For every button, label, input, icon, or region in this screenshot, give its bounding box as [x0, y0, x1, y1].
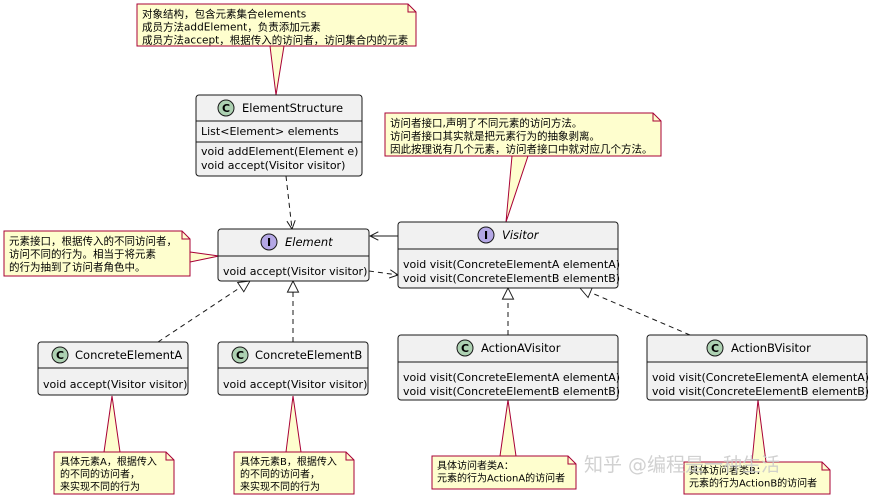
interface-element: I Element void accept(Visitor visitor) [217, 228, 370, 282]
note-line: 成员方法accept，根据传入的访问者，访问集合内的元素 [142, 34, 408, 47]
class-method: void addElement(Element e) [201, 145, 358, 158]
note-line: 元素的行为ActionB的访问者 [689, 477, 817, 490]
note-line: 因此按理说有几个元素，访问者接口中就对应几个方法。 [390, 143, 653, 156]
class-stereotype-icon [217, 99, 235, 117]
class-stereotype-letter: C [222, 102, 230, 115]
svg-text:访问者接口,声明了不同元素的访问方法。 访问者接: 访问者接口,声明了不同元素的访问方法。 访问者接口其实就是把元素行为的抽象剥离。… [390, 117, 653, 156]
note-element: 元素接口，根据传入的不同访问者， 访问不同的行为。相当于将元素 的行为抽到了访问… [3, 230, 191, 277]
svg-text:具体元素B，根据传入 的不同的访问者，: 具体元素B，根据传入 的不同的访问者， 来实现不同的行为 [240, 455, 340, 493]
note-element-structure: 对象结构，包含元素集合elements 成员方法addElement，负责添加元… [136, 3, 417, 47]
class-method: void visit(ConcreteElementA elementA) [403, 371, 620, 384]
note-line: 具体元素A，根据传入 [60, 455, 157, 468]
class-stereotype-icon [51, 346, 69, 364]
note-line: 元素接口，根据传入的不同访问者， [9, 235, 177, 248]
note-line: 访问者接口其实就是把元素行为的抽象剥离。 [390, 130, 600, 143]
svg-text:具体访问者类B： 元素的行为ActionB的访问: 具体访问者类B： 元素的行为ActionB的访问者 [689, 464, 817, 490]
class-name: ActionAVisitor [481, 341, 561, 355]
note-concrete-b: 具体元素B，根据传入 的不同的访问者， 来实现不同的行为 [233, 451, 355, 495]
note-line: 成员方法addElement，负责添加元素 [142, 21, 321, 34]
note-line: 元素的行为ActionA的访问者 [437, 472, 565, 485]
class-name: ElementStructure [242, 101, 343, 115]
class-concrete-element-b: C ConcreteElementB void accept(Visitor v… [217, 341, 369, 396]
note-line: 来实现不同的行为 [60, 480, 140, 493]
svg-text:元素接口，根据传入的不同访问者， 访问不同的行为: 元素接口，根据传入的不同访问者， 访问不同的行为。相当于将元素 的行为抽到了访问… [9, 235, 180, 274]
relationship-lines: Element (aggregation) --> Element --> [157, 176, 691, 343]
note-line: 的不同的访问者， [60, 468, 140, 481]
class-action-b-visitor: C ActionBVisitor void visit(ConcreteElem… [646, 334, 869, 401]
dependency-element-to-visitor [369, 271, 398, 275]
class-concrete-element-a: C ConcreteElementA void accept(Visitor v… [37, 341, 189, 396]
interface-method: void visit(ConcreteElementA elementA) [403, 258, 620, 271]
interface-stereotype-letter: I [267, 236, 271, 249]
svg-text:具体访问者类A： 元素的行为ActionA的访问: 具体访问者类A： 元素的行为ActionA的访问者 [437, 459, 565, 485]
class-element-structure: C ElementStructure List<Element> element… [195, 94, 363, 177]
interface-name: Element [285, 235, 333, 249]
class-method: void accept(Visitor visitor) [201, 159, 345, 172]
aggregation-structure-to-element [286, 176, 292, 229]
class-name: ConcreteElementB [255, 348, 362, 362]
class-stereotype-letter: C [711, 342, 719, 355]
class-method: void visit(ConcreteElementB elementB) [403, 385, 620, 398]
note-line: 的不同的访问者， [240, 468, 320, 481]
class-name: ActionBVisitor [731, 341, 811, 355]
realization-action-b [580, 288, 691, 336]
interface-method: void visit(ConcreteElementB elementB) [403, 272, 620, 285]
class-stereotype-icon [706, 339, 724, 357]
note-line: 访问者接口,声明了不同元素的访问方法。 [390, 117, 582, 130]
note-line: 的行为抽到了访问者角色中。 [9, 261, 146, 274]
class-stereotype-icon [456, 339, 474, 357]
interface-stereotype-icon [260, 233, 278, 251]
class-field: List<Element> elements [201, 125, 339, 138]
class-action-a-visitor: C ActionAVisitor void visit(ConcreteElem… [397, 334, 620, 401]
note-line: 访问不同的行为。相当于将元素 [9, 248, 156, 261]
realization-concrete-a [157, 281, 250, 343]
note-concrete-a: 具体元素A，根据传入 的不同的访问者， 来实现不同的行为 [53, 451, 175, 495]
class-method: void visit(ConcreteElementA elementA) [652, 371, 869, 384]
class-stereotype-letter: C [236, 349, 244, 362]
class-stereotype-icon [231, 346, 249, 364]
interface-method: void accept(Visitor visitor) [223, 265, 367, 278]
note-line: 具体访问者类A： [437, 459, 514, 472]
class-stereotype-letter: C [56, 349, 64, 362]
note-line: 具体元素B，根据传入 [240, 455, 337, 468]
interface-visitor: I Visitor void visit(ConcreteElementA el… [397, 221, 620, 289]
note-line: 对象结构，包含元素集合elements [142, 8, 306, 21]
interface-stereotype-icon [477, 226, 495, 244]
class-stereotype-letter: C [461, 342, 469, 355]
svg-text:具体元素A，根据传入 的不同的访问者，: 具体元素A，根据传入 的不同的访问者， 来实现不同的行为 [60, 455, 160, 493]
note-line: 来实现不同的行为 [240, 480, 320, 493]
note-connectors [103, 45, 767, 463]
note-line: 具体访问者类B： [689, 464, 766, 477]
watermark: 知乎 @编程是一种生活 [584, 454, 780, 476]
class-name: ConcreteElementA [75, 348, 182, 362]
svg-text:对象结构，包含元素集合elements 成员方法: 对象结构，包含元素集合elements 成员方法addElement，负责添加元… [142, 8, 408, 47]
note-action-b: 具体访问者类B： 元素的行为ActionB的访问者 [683, 461, 831, 495]
note-action-a: 具体访问者类A： 元素的行为ActionA的访问者 [431, 455, 577, 490]
interface-stereotype-letter: I [484, 229, 488, 242]
class-method: void accept(Visitor visitor) [43, 378, 187, 391]
note-visitor: 访问者接口,声明了不同元素的访问方法。 访问者接口其实就是把元素行为的抽象剥离。… [384, 112, 662, 157]
interface-name: Visitor [502, 228, 540, 242]
class-method: void visit(ConcreteElementB elementB) [652, 385, 869, 398]
class-method: void accept(Visitor visitor) [223, 378, 367, 391]
